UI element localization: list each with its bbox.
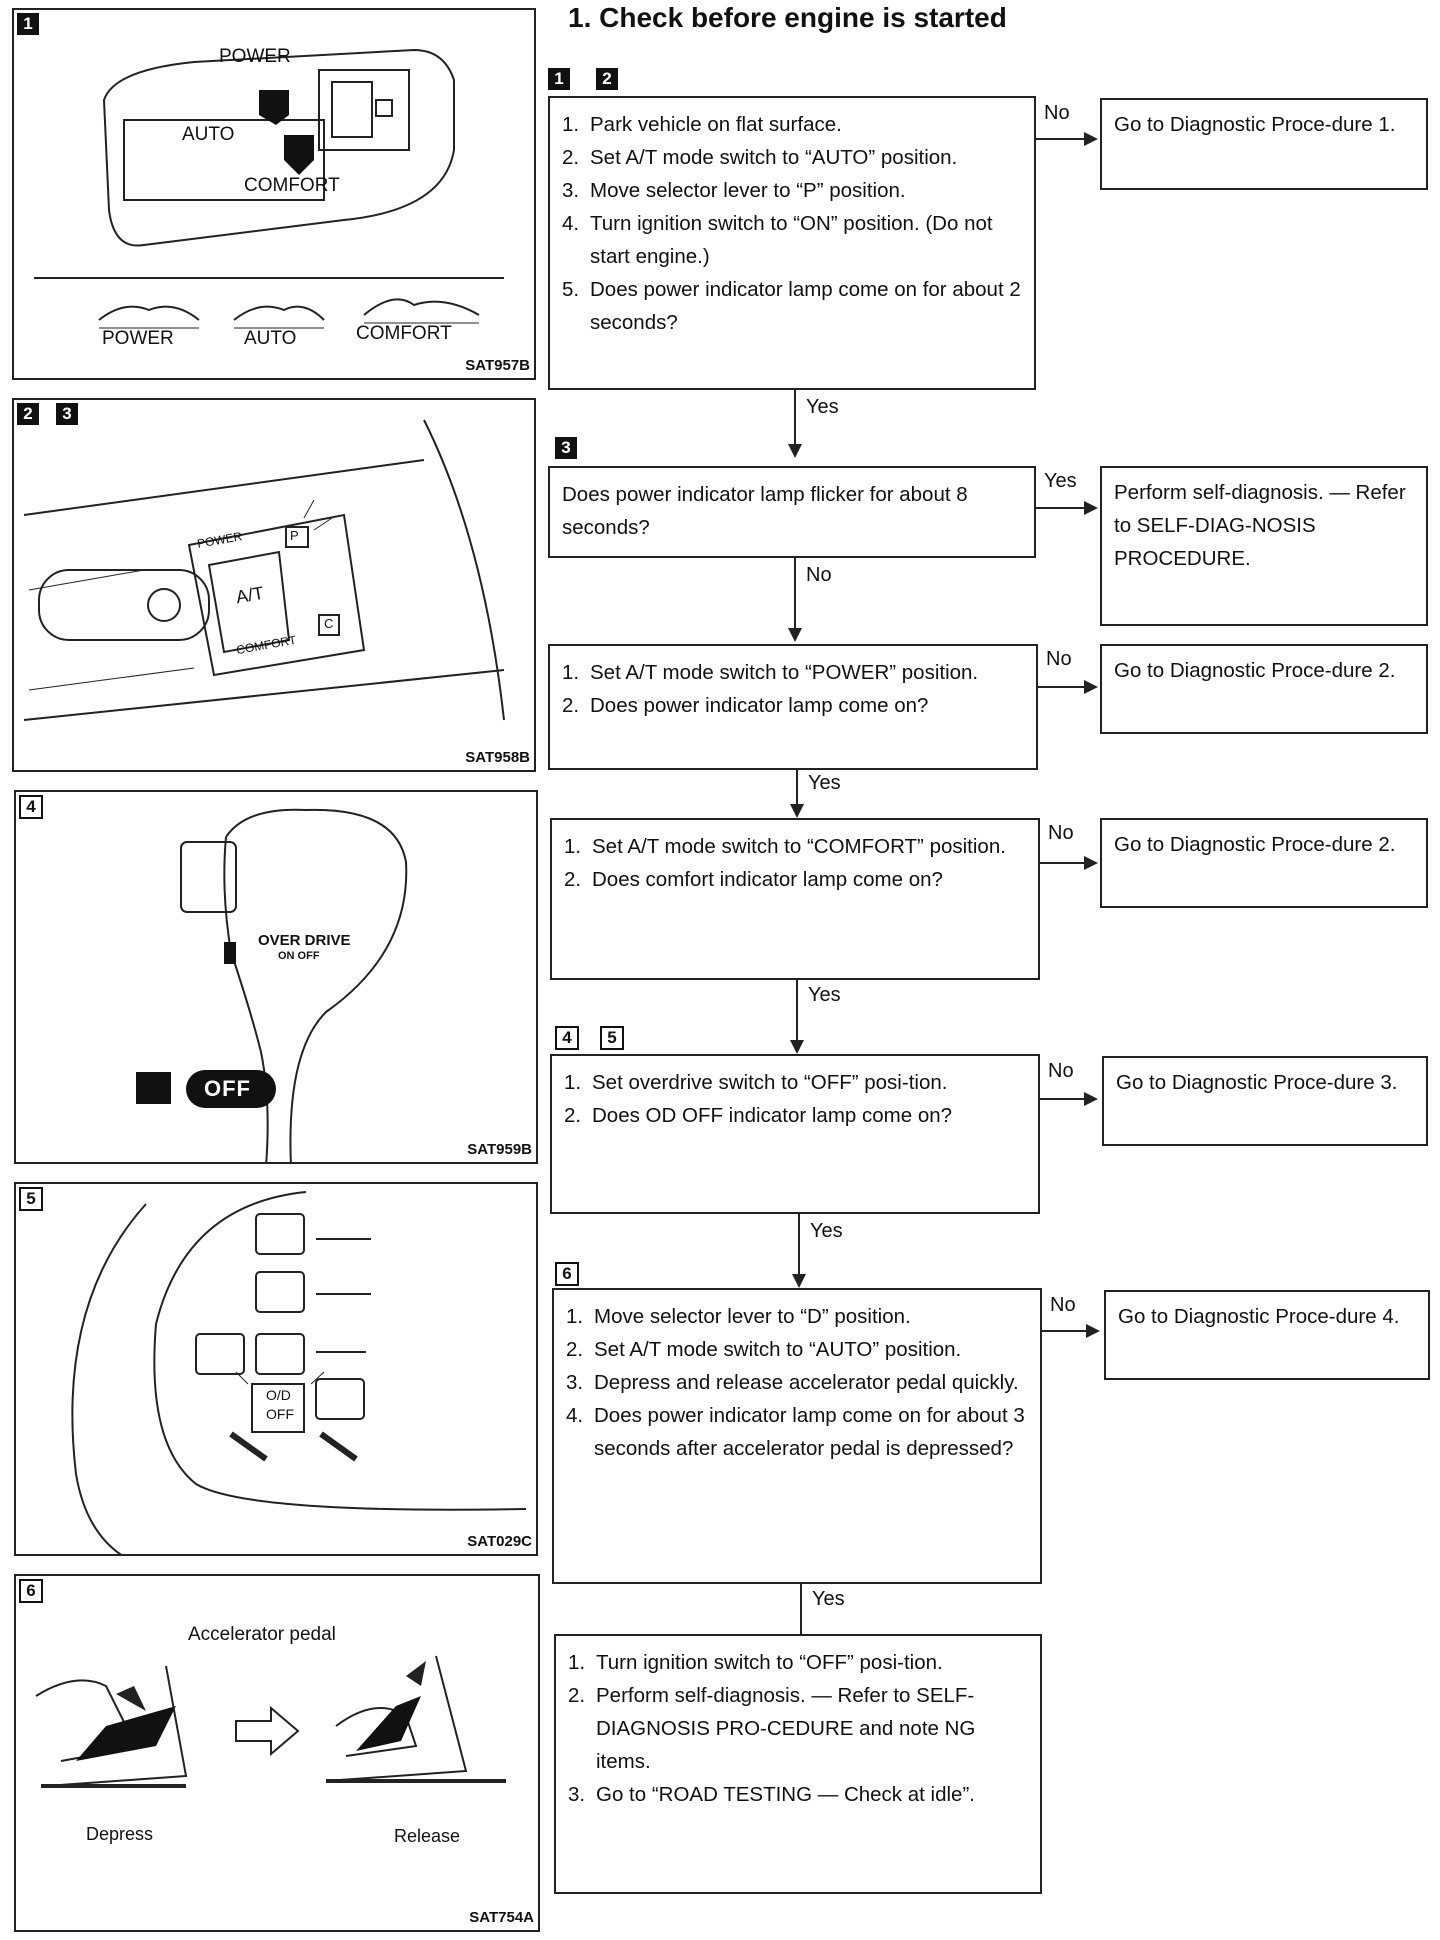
branch-label: Yes	[810, 1220, 843, 1242]
branch-label: Yes	[806, 396, 839, 418]
step-badge: 5	[600, 1026, 624, 1050]
check-item: 1.Set A/T mode switch to “COMFORT” posit…	[564, 835, 1006, 858]
step-badge: 4	[555, 1026, 579, 1050]
figure-selector-lever: 4 OVER DRIVE ON OFF OFF SAT959B	[14, 790, 538, 1164]
branch-label: No	[806, 564, 832, 586]
check-item: 2.Does OD OFF indicator lamp come on?	[564, 1104, 953, 1127]
branch-label: No	[1050, 1294, 1076, 1316]
figure-badge: 2	[17, 403, 39, 425]
label-p: P	[290, 528, 299, 543]
label-off: OFF	[266, 1406, 294, 1422]
label-c: C	[324, 616, 334, 631]
result-box-1: Go to Diagnostic Proce-dure 1.	[1100, 98, 1428, 190]
label-accelerator-pedal: Accelerator pedal	[188, 1624, 336, 1645]
check-item: 2.Set A/T mode switch to “AUTO” position…	[566, 1338, 962, 1361]
check-item: 2.Set A/T mode switch to “AUTO” position…	[562, 146, 958, 169]
check-item: 3.Go to “ROAD TESTING — Check at idle”.	[568, 1783, 975, 1806]
check-box-1: 1.Park vehicle on flat surface. 2.Set A/…	[548, 96, 1036, 390]
label-depress: Depress	[86, 1824, 154, 1844]
check-box-4: 1.Set A/T mode switch to “COMFORT” posit…	[550, 818, 1040, 980]
branch-label: Yes	[808, 984, 841, 1006]
mode-switch-drawing	[34, 48, 504, 329]
label-comfort: COMFORT	[244, 175, 340, 196]
check-item: 3.Depress and release accelerator pedal …	[566, 1371, 1019, 1394]
step-badge: 6	[555, 1262, 579, 1286]
result-box-4: Go to Diagnostic Proce-dure 2.	[1100, 818, 1428, 908]
step-badge: 3	[555, 437, 577, 459]
check-box-7: 1.Turn ignition switch to “OFF” posi-tio…	[554, 1634, 1042, 1894]
check-item: 2.Perform self-diagnosis. — Refer to SEL…	[568, 1684, 976, 1773]
check-item: 2.Does power indicator lamp come on?	[562, 694, 929, 717]
check-item: 1.Turn ignition switch to “OFF” posi-tio…	[568, 1651, 943, 1674]
label-auto: AUTO	[182, 124, 235, 145]
figure-od-off-lamp: 5 O/D OFF SAT029C	[14, 1182, 538, 1556]
figure-badge: 1	[17, 13, 39, 35]
result-box-3: Go to Diagnostic Proce-dure 2.	[1100, 644, 1428, 734]
branch-label: No	[1044, 102, 1070, 124]
label-od: O/D	[266, 1387, 291, 1403]
figure-code: SAT754A	[469, 1909, 534, 1926]
branch-label: No	[1046, 648, 1072, 670]
figure-code: SAT958B	[465, 749, 530, 766]
check-item: 1.Park vehicle on flat surface.	[562, 113, 842, 136]
step-badge: 2	[596, 68, 618, 90]
check-item: 2.Does comfort indicator lamp come on?	[564, 868, 943, 891]
check-item: 1.Move selector lever to “D” position.	[566, 1305, 911, 1328]
branch-label: Yes	[812, 1588, 845, 1610]
figure-accelerator-pedal: 6 Accelerator pedal Depress Release SAT7…	[14, 1574, 540, 1932]
check-item: 4.Turn ignition switch to “ON” position.…	[562, 212, 993, 268]
check-box-6: 1.Move selector lever to “D” position. 2…	[552, 1288, 1042, 1584]
selector-lever-drawing	[136, 808, 408, 1162]
figure-code: SAT957B	[465, 357, 530, 374]
label-release: Release	[394, 1826, 461, 1846]
label-auto-indicator: AUTO	[244, 328, 297, 349]
step-badge: 1	[548, 68, 570, 90]
label-power-indicator: POWER	[102, 328, 174, 349]
figure-badge: 6	[19, 1579, 43, 1603]
pedal-drawing	[35, 1655, 506, 1788]
check-item: 3.Move selector lever to “P” position.	[562, 179, 906, 202]
check-box-5: 1.Set overdrive switch to “OFF” posi-tio…	[550, 1054, 1040, 1214]
check-box-3: 1.Set A/T mode switch to “POWER” positio…	[548, 644, 1038, 770]
figure-code: SAT029C	[467, 1533, 532, 1550]
instrument-cluster-drawing	[71, 1191, 527, 1554]
result-box-6: Go to Diagnostic Proce-dure 4.	[1104, 1290, 1430, 1380]
check-item: 4.Does power indicator lamp come on for …	[566, 1404, 1025, 1460]
label-over-drive: OVER DRIVE	[258, 932, 351, 949]
figure-console-switch: 2 3 POWER P A/T COMFORT C SAT958B	[12, 398, 536, 772]
label-power: POWER	[219, 46, 291, 67]
od-off-button: OFF	[204, 1076, 251, 1101]
figure-mode-switch: 1 POWER AUTO COMFORT POWER AUTO COMFORT …	[12, 8, 536, 380]
page-title: 1. Check before engine is started	[568, 2, 1007, 33]
check-item: 1.Set A/T mode switch to “POWER” positio…	[562, 661, 979, 684]
figure-badge: 5	[19, 1187, 43, 1211]
branch-label: Yes	[808, 772, 841, 794]
label-comfort-indicator: COMFORT	[356, 323, 452, 344]
result-box-5: Go to Diagnostic Proce-dure 3.	[1102, 1056, 1428, 1146]
result-box-2: Perform self-diagnosis. — Refer to SELF-…	[1100, 466, 1428, 626]
check-box-2: Does power indicator lamp flicker for ab…	[548, 466, 1036, 558]
check-item: 1.Set overdrive switch to “OFF” posi-tio…	[564, 1071, 948, 1094]
branch-label: Yes	[1044, 470, 1077, 492]
console-drawing	[23, 419, 505, 721]
branch-label: No	[1048, 1060, 1074, 1082]
figure-code: SAT959B	[467, 1141, 532, 1158]
figure-badge: 3	[56, 403, 78, 425]
check-item: 5.Does power indicator lamp come on for …	[562, 278, 1021, 334]
figure-badge: 4	[19, 795, 43, 819]
label-on-off: ON OFF	[278, 950, 320, 962]
branch-label: No	[1048, 822, 1074, 844]
